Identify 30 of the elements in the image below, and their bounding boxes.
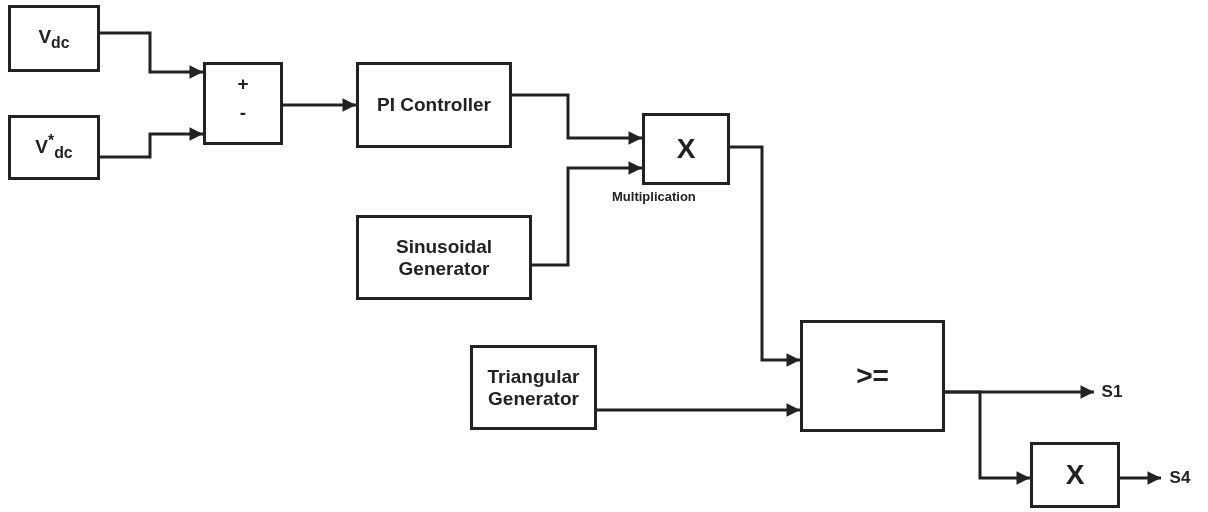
arrow (597, 403, 800, 417)
arrow (945, 390, 1030, 485)
block-box (356, 62, 512, 148)
block-box (356, 215, 532, 300)
block-label: + (237, 73, 249, 95)
block-label: V$_{dc}$ (38, 25, 70, 52)
block-label: Triangular Generator (486, 365, 581, 410)
arrow (100, 31, 203, 79)
arrow (532, 161, 642, 267)
block-caption: Multiplication (612, 189, 696, 204)
block-box (800, 320, 945, 432)
output-label: S4 (1164, 466, 1196, 490)
arrow (512, 93, 642, 145)
block-label: X (676, 132, 696, 166)
block-box (1030, 442, 1120, 508)
block-label: X (1065, 458, 1085, 492)
block-box (470, 345, 597, 430)
arrow (1120, 471, 1161, 485)
arrow (730, 145, 800, 367)
block-box (8, 115, 100, 180)
block-box (8, 5, 100, 72)
arrow (283, 98, 356, 112)
summing-junction-box (203, 62, 283, 145)
block-label: - (239, 102, 247, 124)
output-label: S1 (1097, 380, 1127, 404)
block-label: Sinusoidal Generator (394, 235, 494, 280)
block-label: PI Controller (377, 94, 491, 116)
block-box (642, 113, 730, 185)
block-label: >= (856, 359, 889, 393)
arrow (100, 127, 203, 159)
